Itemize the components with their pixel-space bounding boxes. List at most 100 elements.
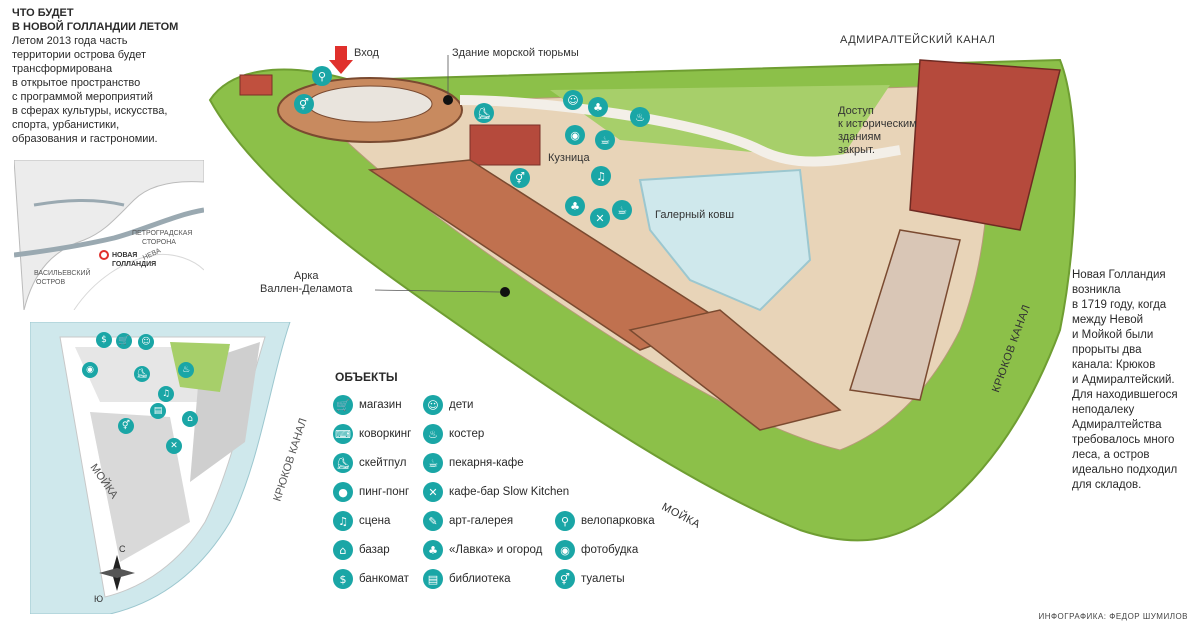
- forge-label: Кузница: [548, 152, 590, 164]
- skatepool-icon: ⛸: [333, 453, 353, 473]
- legend-label: «Лавка» и огород: [449, 544, 543, 556]
- access-line: Доступ: [838, 105, 874, 117]
- history-line: идеально подходил: [1072, 464, 1178, 476]
- legend-label: сцена: [359, 515, 391, 527]
- history-line: в 1719 году, когда: [1072, 299, 1167, 311]
- entrance-arrow-icon: [329, 46, 353, 74]
- history-line: леса, а остров: [1072, 449, 1150, 461]
- atm-icon: $: [333, 569, 353, 589]
- ping-pong-icon: ●: [333, 482, 353, 502]
- access-line: зданиям: [838, 131, 882, 143]
- toilets-icon: ⚥: [510, 168, 530, 188]
- legend-item-shop: 🛒магазин: [333, 395, 402, 415]
- prison-courtyard: [307, 85, 433, 123]
- history-line: прорыты два: [1072, 344, 1142, 356]
- shop-icon: 🛒: [116, 333, 132, 349]
- intro-text: Летом 2013 года часть территории острова…: [12, 34, 202, 146]
- legend-label: фотобудка: [581, 544, 639, 556]
- history-line: и Адмиралтейский.: [1072, 374, 1175, 386]
- bike-parking-icon: ⚲: [555, 511, 575, 531]
- campfire-icon: ♨: [630, 107, 650, 127]
- cafe-bar-icon: ✕: [590, 208, 610, 228]
- history-line: Адмиралтейства: [1072, 419, 1162, 431]
- galley-basin-label: Галерный ковш: [655, 209, 735, 221]
- legend-label: пинг-понг: [359, 486, 410, 498]
- legend-label: кафе-бар Slow Kitchen: [449, 486, 570, 498]
- compass-rose: С Ю: [94, 544, 135, 604]
- arch-label: Арка Валлен-Деламота: [260, 270, 352, 296]
- legend-item-photo-booth: ◉фотобудка: [555, 540, 638, 560]
- mini-warehouse-2: [90, 412, 190, 562]
- art-gallery-icon: ✎: [423, 511, 443, 531]
- credit-text: ИНФОГРАФИКА: ФЕДОР ШУМИЛОВ: [1038, 612, 1188, 621]
- garden-icon: ♣: [565, 196, 585, 216]
- library-icon: ▤: [423, 569, 443, 589]
- legend-label: велопарковка: [581, 515, 655, 527]
- bazaar-icon: ⌂: [182, 411, 198, 427]
- campfire-icon: ♨: [178, 362, 194, 378]
- legend-label: костер: [449, 428, 485, 440]
- compass-north: С: [119, 544, 126, 554]
- intro-line: территории острова будет: [12, 49, 147, 61]
- legend-item-campfire: ♨костер: [423, 424, 484, 444]
- toilets-icon: ⚥: [294, 94, 314, 114]
- compass-south: Ю: [94, 594, 103, 604]
- island-map: [208, 46, 1076, 542]
- stage-icon: ♫: [333, 511, 353, 531]
- legend-item-children: ☺дети: [423, 395, 473, 415]
- warehouse-kryukov: [849, 229, 961, 401]
- coworking-icon: ⌨: [333, 424, 353, 444]
- legend-label: арт-галерея: [449, 515, 514, 527]
- legend-item-toilets: ⚥туалеты: [555, 569, 625, 589]
- galley-basin: [638, 168, 812, 312]
- warehouse-corner: [628, 309, 842, 431]
- legend-label: библиотека: [449, 573, 511, 585]
- legend-item-bazaar: ⌂ базар: [333, 540, 390, 560]
- mini-kryukov-label: КРЮКОВ КАНАЛ: [271, 417, 309, 503]
- atm-icon: $: [96, 332, 112, 348]
- library-icon: ▤: [150, 403, 166, 419]
- arch-marker: [500, 287, 510, 297]
- new-holland-marker: [99, 250, 109, 260]
- skatepool-icon: ⛸: [474, 103, 494, 123]
- garden-icon: ♣: [423, 540, 443, 560]
- legend-label: дети: [449, 399, 474, 411]
- history-line: для складов.: [1072, 479, 1142, 491]
- forge-building: [469, 124, 541, 166]
- lawn: [550, 85, 890, 160]
- photo-booth-icon: ◉: [565, 125, 585, 145]
- history-line: канала: Крюков: [1072, 359, 1156, 371]
- stage-icon: ♫: [591, 166, 611, 186]
- bakery-icon: ☕: [423, 453, 443, 473]
- mini-lawn: [170, 342, 230, 392]
- skatepool-icon: ⛸: [134, 366, 150, 382]
- legend-label: базар: [359, 544, 390, 556]
- bazaar-icon: ⌂: [333, 540, 353, 560]
- title-line-1: ЧТО БУДЕТ: [12, 7, 74, 19]
- intro-line: Летом 2013 года часть: [12, 35, 128, 47]
- bakery-icon: ☕: [595, 130, 615, 150]
- arch-line: Валлен-Деламота: [260, 283, 353, 295]
- history-line: Новая Голландия: [1072, 269, 1166, 281]
- intro-line: спорта, урбанистики,: [12, 119, 120, 131]
- legend-item-stage: ♫ сцена: [333, 511, 390, 531]
- legend-item-skatepool: ⛸скейтпул: [333, 453, 406, 473]
- history-line: и Мойкой были: [1072, 329, 1154, 341]
- history-line: требовалось много: [1072, 434, 1175, 446]
- legend-item-ping-pong: ● пинг-понг: [333, 482, 409, 502]
- intro-line: в открытое пространство: [12, 77, 141, 89]
- page-title: ЧТО БУДЕТ В НОВОЙ ГОЛЛАНДИИ ЛЕТОМ: [12, 6, 212, 34]
- legend-item-bike-parking: ⚲ велопарковка: [555, 511, 655, 531]
- legend-item-garden: ♣ «Лавка» и огород: [423, 540, 542, 560]
- history-line: между Невой: [1072, 314, 1144, 326]
- legend-label: пекарня-кафе: [449, 457, 524, 469]
- history-line: Для находившегося: [1072, 389, 1178, 401]
- shop-icon: 🛒: [333, 395, 353, 415]
- cafe-bar-icon: ✕: [166, 438, 182, 454]
- children-icon: ☺: [138, 334, 154, 350]
- legend-title: ОБЪЕКТЫ: [335, 370, 398, 384]
- prison-label: Здание морской тюрьмы: [452, 47, 579, 59]
- intro-line: трансформирована: [12, 63, 113, 75]
- admiralty-canal-label: АДМИРАЛТЕЙСКИЙ КАНАЛ: [840, 34, 996, 46]
